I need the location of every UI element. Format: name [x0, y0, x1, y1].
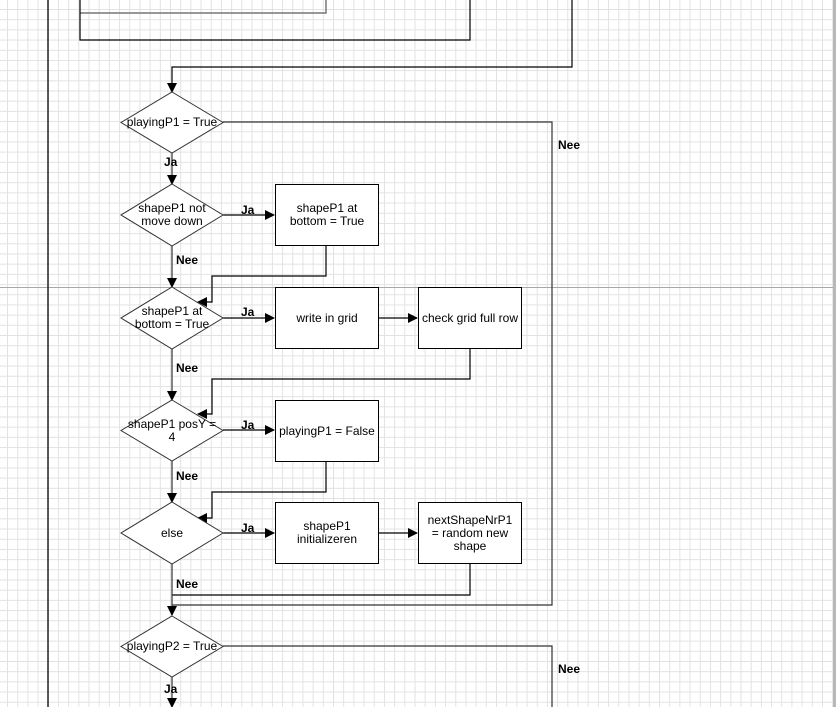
connector-p3-to-d4 — [197, 348, 471, 419]
decision-playing-p2-diamond — [120, 615, 224, 678]
connector-p6-merge — [172, 564, 471, 596]
decision-shape-posy[interactable]: shapeP1 posY = 4 — [127, 416, 217, 444]
label-d5-ja: Ja — [241, 521, 255, 535]
connector-to-d1 — [167, 0, 573, 93]
process-next-shape-random[interactable]: nextShapeNrP1 = random new shape — [418, 502, 522, 564]
page-break-line-vertical — [833, 0, 836, 707]
process-playing-p1-false[interactable]: playingP1 = False — [275, 400, 379, 462]
process-write-in-grid[interactable]: write in grid — [275, 287, 379, 349]
label-d3-nee: Nee — [176, 361, 199, 375]
decision-playing-p1[interactable]: playingP1 = True — [126, 115, 218, 129]
label-d5-nee: Nee — [176, 577, 199, 591]
label-d1-nee: Nee — [558, 138, 581, 152]
connector-top-outer — [79, 0, 471, 41]
process-shape-initializeren[interactable]: shapeP1 initializeren — [275, 502, 379, 564]
process-check-grid-full-row[interactable]: check grid full row — [418, 287, 522, 349]
label-d4-nee: Nee — [176, 469, 199, 483]
label-d4-ja: Ja — [241, 418, 255, 432]
process-shape-at-bottom-true[interactable]: shapeP1 at bottom = True — [275, 184, 379, 246]
connector-d6-nee — [223, 645, 553, 707]
connector-p1-to-d3 — [197, 245, 327, 307]
label-d6-nee: Nee — [558, 662, 581, 676]
decision-else[interactable]: else — [160, 525, 183, 540]
connector-d1-nee — [172, 121, 553, 606]
decision-shape-posy-diamond — [120, 399, 224, 462]
label-d2-nee: Nee — [176, 253, 199, 267]
decision-shape-not-move-down-diamond — [120, 183, 224, 247]
decision-shape-at-bottom-diamond — [120, 286, 224, 350]
label-d2-ja: Ja — [241, 203, 255, 217]
connector-p4-to-d5 — [197, 461, 327, 523]
connector-top-inner — [80, 0, 327, 14]
decision-playing-p2[interactable]: playingP2 = True — [126, 639, 218, 653]
label-d6-ja: Ja — [164, 682, 178, 696]
decision-playing-p1-diamond — [120, 91, 224, 154]
label-d3-ja: Ja — [241, 305, 255, 319]
decision-else-diamond — [120, 501, 224, 565]
decision-shape-not-move-down[interactable]: shapeP1 not move down — [138, 201, 206, 228]
label-d1-ja: Ja — [164, 155, 178, 169]
decision-shape-at-bottom[interactable]: shapeP1 at bottom = True — [134, 304, 210, 331]
